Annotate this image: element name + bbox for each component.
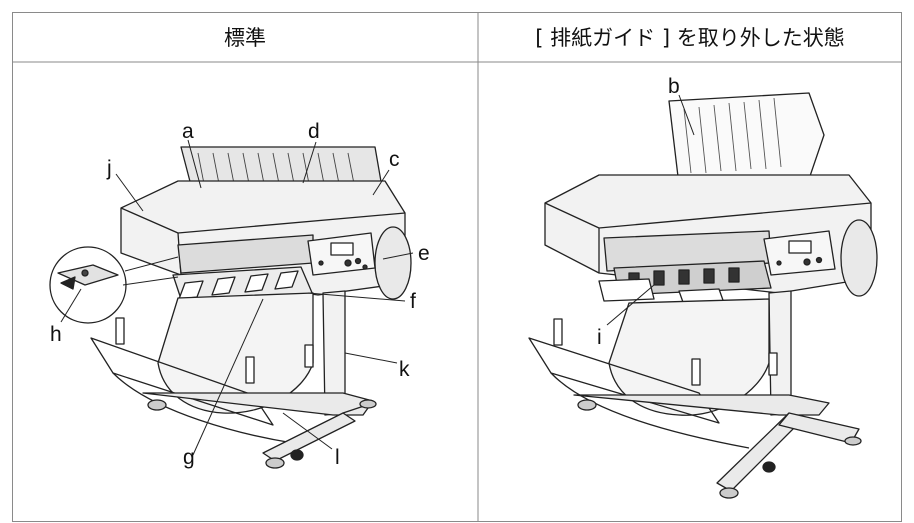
label-k: k: [399, 358, 410, 381]
header-standard: 標準: [224, 26, 266, 50]
label-f: f: [410, 290, 416, 313]
label-c: c: [389, 148, 400, 171]
label-l: l: [335, 446, 340, 469]
printer-standard-illustration: [49, 139, 414, 469]
label-h: h: [50, 323, 62, 346]
label-b: b: [668, 75, 680, 98]
label-d: d: [308, 120, 320, 143]
header-guide-removed: [ 排紙ガイド ] を取り外した状態: [535, 26, 845, 50]
label-g: g: [183, 446, 195, 469]
table-borders: [12, 12, 902, 522]
label-a: a: [182, 120, 194, 143]
label-j: j: [107, 157, 112, 180]
printer-guide-removed-illustration: [528, 92, 878, 499]
comparison-table: [12, 12, 902, 522]
label-e: e: [418, 242, 430, 265]
label-i: i: [597, 326, 602, 349]
